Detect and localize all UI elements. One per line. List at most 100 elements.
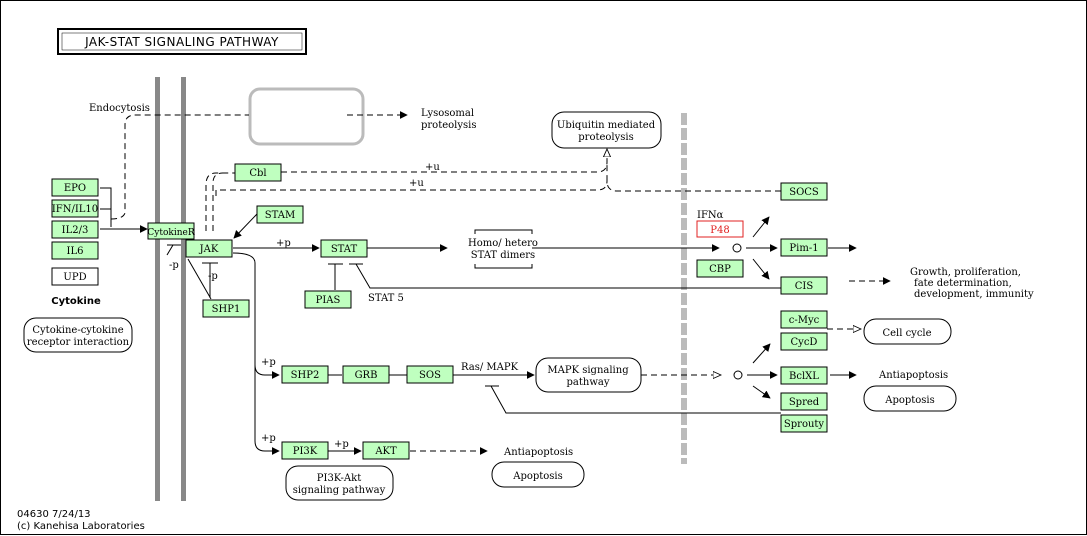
- svg-text:pathway: pathway: [567, 377, 610, 388]
- map-apoptosis-bottom[interactable]: Apoptosis: [491, 461, 585, 488]
- map-pi3k-akt-signaling[interactable]: PI3K-Akt signaling pathway: [285, 465, 394, 501]
- svg-text:Apoptosis: Apoptosis: [512, 471, 563, 482]
- dephosphorylation-label-1: -p: [169, 260, 179, 271]
- svg-text:EPO: EPO: [64, 183, 86, 194]
- svg-text:BclXL: BclXL: [789, 371, 819, 382]
- gene-grb[interactable]: GRB: [342, 365, 390, 384]
- gene-jak[interactable]: JAK: [185, 239, 233, 258]
- lysosome: [248, 87, 365, 146]
- svg-text:STAT dimers: STAT dimers: [471, 250, 535, 261]
- endocytosis-label: Endocytosis: [89, 103, 150, 114]
- gene-pim1[interactable]: Pim-1: [780, 238, 828, 257]
- gene-ifn-il10[interactable]: IFN/IL10: [51, 199, 99, 218]
- gene-spred[interactable]: Spred: [780, 392, 828, 411]
- svg-text:PI3K-Akt: PI3K-Akt: [317, 473, 361, 484]
- stat5-label: STAT 5: [368, 293, 404, 304]
- svg-text:CytokineR: CytokineR: [147, 228, 194, 238]
- map-mapk-signaling[interactable]: MAPK signaling pathway: [535, 357, 642, 393]
- gene-il2-3[interactable]: IL2/3: [51, 220, 99, 239]
- map-apoptosis-right[interactable]: Apoptosis: [863, 385, 957, 412]
- phosphorylation-label-akt: +p: [334, 439, 349, 450]
- svg-text:PI3K: PI3K: [293, 446, 318, 457]
- gene-shp1[interactable]: SHP1: [202, 299, 250, 318]
- map-ubiquitin-proteolysis[interactable]: Ubiquitin mediated proteolysis: [551, 111, 662, 149]
- svg-text:PIAS: PIAS: [316, 295, 341, 306]
- proteolysis-label: proteolysis: [421, 120, 476, 131]
- pathway-id-date: 04630 7/24/13: [17, 509, 91, 520]
- svg-text:SHP2: SHP2: [291, 370, 320, 381]
- svg-text:Pim-1: Pim-1: [789, 243, 818, 254]
- svg-text:Apoptosis: Apoptosis: [884, 395, 935, 406]
- gene-cbp[interactable]: CBP: [696, 259, 744, 278]
- svg-text:proteolysis: proteolysis: [578, 132, 633, 143]
- svg-text:Cell cycle: Cell cycle: [882, 328, 931, 339]
- gene-stat[interactable]: STAT: [320, 239, 368, 258]
- ras-mapk-label: Ras/ MAPK: [461, 362, 519, 373]
- svg-text:SOS: SOS: [419, 370, 441, 381]
- antiapoptosis-label-bottom: Antiapoptosis: [503, 447, 573, 458]
- svg-text:SHP1: SHP1: [212, 304, 241, 315]
- svg-text:P48: P48: [710, 225, 729, 236]
- title-box: JAK-STAT SIGNALING PATHWAY: [57, 28, 307, 55]
- gene-p48[interactable]: P48: [696, 220, 744, 238]
- ubiquitination-label-1: +u: [425, 162, 440, 173]
- page-title: JAK-STAT SIGNALING PATHWAY: [84, 35, 279, 49]
- gene-epo[interactable]: EPO: [51, 178, 99, 197]
- svg-text:UPD: UPD: [63, 272, 86, 283]
- svg-text:Spred: Spred: [789, 397, 820, 408]
- growth-label-1: Growth, proliferation,: [910, 267, 1021, 278]
- gene-cis[interactable]: CIS: [780, 276, 828, 295]
- gene-pi3k[interactable]: PI3K: [281, 441, 329, 460]
- svg-text:AKT: AKT: [374, 446, 397, 457]
- map-cell-cycle[interactable]: Cell cycle: [863, 318, 952, 345]
- map-cytokine-receptor-interaction[interactable]: Cytokine-cytokine receptor interaction: [23, 317, 133, 353]
- ifn-alpha-label: IFNα: [697, 210, 724, 221]
- svg-text:IL2/3: IL2/3: [62, 225, 89, 236]
- svg-text:JAK: JAK: [199, 244, 219, 255]
- gene-socs[interactable]: SOCS: [780, 182, 828, 201]
- dephosphorylation-label-2: -p: [208, 271, 218, 282]
- growth-label-2: fate determination,: [914, 278, 1012, 289]
- svg-text:Cbl: Cbl: [249, 168, 266, 179]
- copyright: (c) Kanehisa Laboratories: [17, 521, 145, 532]
- svg-text:IFN/IL10: IFN/IL10: [52, 204, 98, 215]
- gene-upd[interactable]: UPD: [51, 267, 99, 286]
- growth-label-3: development, immunity: [914, 289, 1034, 300]
- phosphorylation-label-shp2: +p: [261, 357, 276, 368]
- phosphorylation-label-jak: +p: [276, 238, 291, 249]
- gene-cytokine-r[interactable]: CytokineR: [147, 222, 195, 240]
- svg-text:Cytokine-cytokine: Cytokine-cytokine: [32, 325, 123, 336]
- svg-text:c-Myc: c-Myc: [789, 315, 820, 326]
- gene-sos[interactable]: SOS: [406, 365, 454, 384]
- svg-text:Homo/ hetero: Homo/ hetero: [468, 238, 538, 249]
- gene-akt[interactable]: AKT: [362, 441, 410, 460]
- gene-cycd[interactable]: CycD: [780, 332, 828, 351]
- gene-shp2[interactable]: SHP2: [281, 365, 329, 384]
- stat-dimers-compound: Homo/ hetero STAT dimers: [468, 229, 538, 269]
- svg-text:MAPK signaling: MAPK signaling: [547, 365, 629, 376]
- svg-text:STAM: STAM: [265, 210, 295, 221]
- cell-membrane-outer: [155, 77, 160, 501]
- gene-cbl[interactable]: Cbl: [234, 163, 282, 182]
- ubiquitination-label-2: +u: [409, 178, 424, 189]
- svg-text:GRB: GRB: [355, 370, 378, 381]
- gene-sprouty[interactable]: Sprouty: [780, 414, 828, 433]
- gene-stam[interactable]: STAM: [256, 205, 304, 224]
- svg-text:receptor interaction: receptor interaction: [27, 337, 130, 348]
- svg-text:SOCS: SOCS: [789, 187, 819, 198]
- lysosomal-label: Lysosomal: [421, 108, 474, 119]
- svg-text:signaling pathway: signaling pathway: [293, 485, 386, 496]
- svg-text:IL6: IL6: [67, 246, 84, 257]
- gene-bclxl[interactable]: BclXL: [780, 366, 828, 385]
- svg-text:STAT: STAT: [331, 244, 358, 255]
- cytokine-label: Cytokine: [51, 296, 101, 307]
- gene-c-myc[interactable]: c-Myc: [780, 310, 828, 329]
- svg-text:CBP: CBP: [709, 264, 731, 275]
- gene-pias[interactable]: PIAS: [304, 290, 352, 309]
- gene-il6[interactable]: IL6: [51, 241, 99, 260]
- svg-text:CycD: CycD: [791, 337, 818, 348]
- svg-text:CIS: CIS: [795, 281, 814, 292]
- svg-text:Sprouty: Sprouty: [784, 419, 825, 430]
